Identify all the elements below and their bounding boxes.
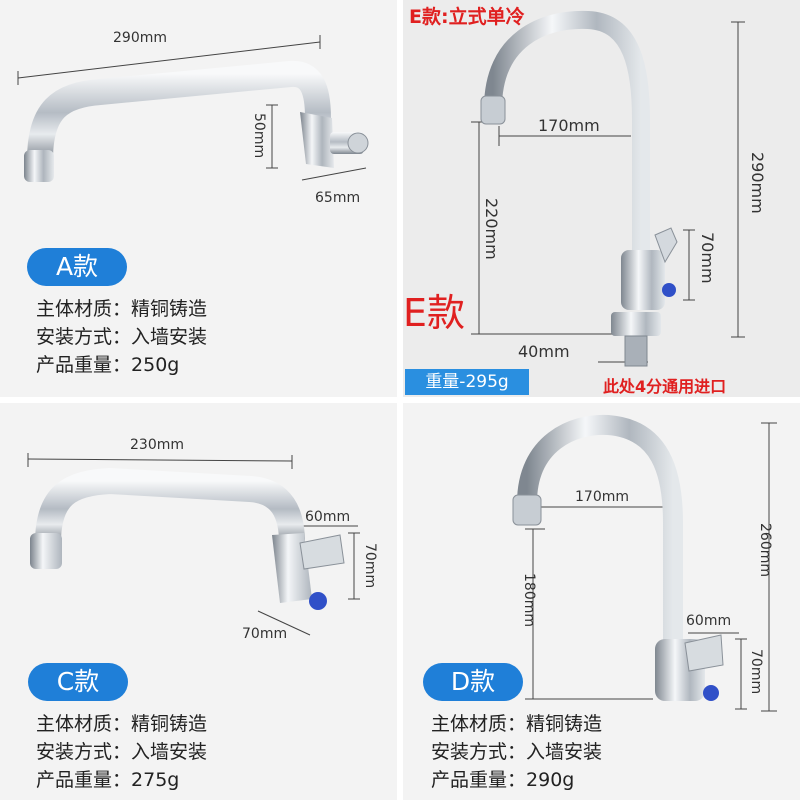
faucet-a-drawing xyxy=(17,35,369,182)
panel-model-c: 230mm 60mm 70mm 70mm C款 主体材质：精铜铸造 安装方式：入… xyxy=(0,403,397,800)
cross-handle xyxy=(684,634,724,672)
model-badge: C款 xyxy=(28,663,128,701)
inlet-note: 此处4分通用进口 xyxy=(603,377,727,396)
dim-height-label: 50mm xyxy=(251,113,267,159)
panel-model-d: 170mm 260mm 180mm 60mm 70mm D款 主体材质：精铜铸造… xyxy=(403,403,800,800)
dim-handle-height-label: 70mm xyxy=(748,649,764,695)
gooseneck-spout xyxy=(484,10,650,270)
inlet-thread xyxy=(624,335,648,367)
dim-handle-width-label: 60mm xyxy=(305,509,351,525)
panel-model-a: 290mm 50mm 65mm A款 主体材质：精铜铸造 安装方式：入墙安装 产… xyxy=(0,0,397,397)
spout-arm xyxy=(35,467,305,544)
cross-handle xyxy=(299,534,345,570)
valve-body xyxy=(621,250,665,310)
valve-body xyxy=(300,112,334,168)
spec-list: 主体材质：精铜铸造 安装方式：入墙安装 产品重量：290g xyxy=(431,710,602,794)
mounting-nut xyxy=(611,312,661,336)
spout-arm xyxy=(27,60,331,161)
dim-height-label: 70mm xyxy=(362,543,378,589)
model-badge: D款 xyxy=(423,663,523,701)
model-title: E款:立式单冷 xyxy=(409,6,525,28)
spec-row-install: 安装方式：入墙安装 xyxy=(431,741,603,763)
dim-spout-height-label: 220mm xyxy=(482,198,501,260)
spec-row-install: 安装方式：入墙安装 xyxy=(36,741,208,763)
faucet-d-drawing xyxy=(512,414,777,712)
dim-reach-label: 170mm xyxy=(538,116,600,135)
dim-length-label: 290mm xyxy=(113,30,167,46)
dim-total-height-label: 260mm xyxy=(757,523,773,577)
spec-row-weight: 产品重量：250g xyxy=(36,354,180,376)
model-big-label: E款 xyxy=(403,291,466,335)
gooseneck-spout xyxy=(517,414,683,653)
dim-handle-height-label: 70mm xyxy=(698,232,717,284)
spec-list: 主体材质：精铜铸造 安装方式：入墙安装 产品重量：250g xyxy=(36,295,207,379)
dim-depth-label: 70mm xyxy=(242,626,288,642)
dim-length-label: 230mm xyxy=(130,437,184,453)
dim-spout-height-label: 180mm xyxy=(521,573,537,627)
spec-row-material: 主体材质：精铜铸造 xyxy=(36,298,208,320)
dim-line-depth xyxy=(257,610,311,636)
spout-tip xyxy=(30,533,62,569)
spec-row-weight: 产品重量：275g xyxy=(36,769,180,791)
spout-tip xyxy=(24,150,54,182)
spec-row-material: 主体材质：精铜铸造 xyxy=(36,713,208,735)
model-badge: A款 xyxy=(27,248,127,286)
spout-tip xyxy=(480,95,506,125)
lever-handle xyxy=(654,227,678,264)
weight-tag: 重量-295g xyxy=(405,369,529,395)
spec-row-material: 主体材质：精铜铸造 xyxy=(431,713,603,735)
dim-base-label: 40mm xyxy=(518,342,570,361)
faucet-e-drawing xyxy=(471,10,745,367)
spout-tip xyxy=(512,494,542,526)
cold-indicator xyxy=(662,283,676,297)
dim-reach-label: 170mm xyxy=(575,489,629,505)
dim-line-length xyxy=(17,41,321,79)
dim-line-depth xyxy=(301,167,367,181)
dim-total-height-label: 290mm xyxy=(748,152,767,214)
dim-handle-width-label: 60mm xyxy=(686,613,732,629)
dim-depth-label: 65mm xyxy=(315,190,361,206)
panel-model-e: E款:立式单冷 170mm 290mm 220mm 70mm 40mm E款 重… xyxy=(403,0,800,397)
cold-indicator xyxy=(309,592,327,610)
spec-row-weight: 产品重量：290g xyxy=(431,769,575,791)
faucet-c-drawing xyxy=(27,453,360,636)
dim-line-length xyxy=(27,458,293,462)
spec-list: 主体材质：精铜铸造 安装方式：入墙安装 产品重量：275g xyxy=(36,710,207,794)
cold-indicator xyxy=(703,685,719,701)
spec-row-install: 安装方式：入墙安装 xyxy=(36,326,208,348)
